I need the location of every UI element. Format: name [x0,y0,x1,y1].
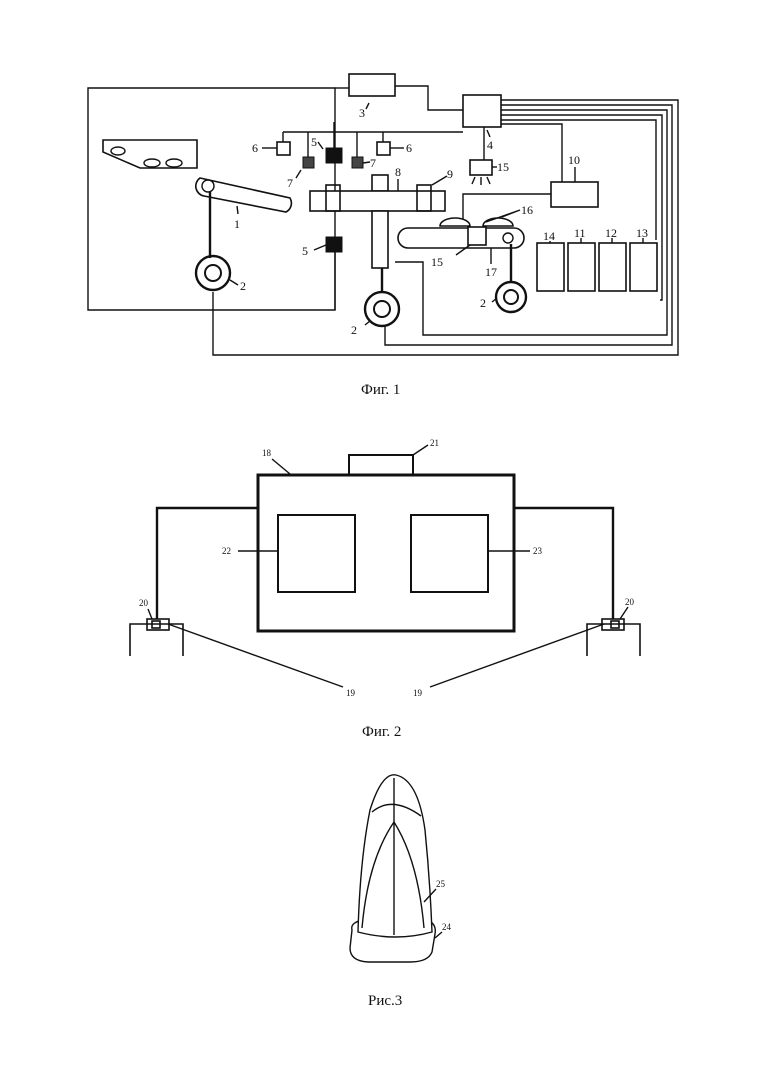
figure-1-caption: Фиг. 1 [361,382,400,398]
platform [310,191,445,211]
sensor-5-mid [326,237,342,252]
column-8-top [372,175,388,191]
sensor-5-top [326,148,342,163]
drive-2-right-hub [504,290,518,304]
label-20-left: 20 [139,598,149,608]
bin-11 [568,243,595,291]
bin-14 [537,243,564,291]
label-6-left: 6 [252,141,258,155]
drive-2-right [496,282,526,312]
sensor-7-right [352,157,363,168]
label-2-left: 2 [240,279,246,293]
label-20-right: 20 [625,597,635,607]
label-1: 1 [234,217,240,231]
wire-bundle-3 [395,110,667,335]
label-21: 21 [430,438,439,448]
label-7-left: 7 [287,176,293,190]
wire-bundle-5 [501,120,656,240]
arm-right [514,508,613,619]
bin-13 [630,243,657,291]
leader-7-left [296,170,301,178]
label-25: 25 [436,879,446,889]
label-18: 18 [262,448,272,458]
sensor-6-left [277,142,290,155]
leader-5-mid [314,245,326,250]
label-15-bottom: 15 [431,255,443,269]
label-9: 9 [447,167,453,181]
leader-4 [487,130,490,137]
left-frame-wire [88,88,335,310]
leader-20-left [148,609,152,619]
leader-2-left [230,280,238,285]
wire-4-to-10 [501,124,562,182]
drive-2-left [196,256,230,290]
wire-10-to-15 [463,194,551,220]
leader-7-right [363,162,370,163]
leader-24 [435,932,442,938]
drive-2-left-hub [205,265,221,281]
unit-10 [551,182,598,207]
label-23: 23 [533,546,543,556]
label-5-mid: 5 [302,244,308,258]
figure-2: 18 19 19 20 20 21 22 23 Фиг. 2 [130,438,640,740]
window-22 [278,515,355,592]
label-11: 11 [574,226,586,240]
drive-2-bottom [365,292,399,326]
drive-2-bottom-hub [374,301,390,317]
block-3 [349,74,395,96]
leader-20-right [620,607,628,619]
label-5-top: 5 [311,135,317,149]
leader-2-bottom [365,321,370,325]
label-6-right: 6 [406,141,412,155]
wire-3-to-4 [395,86,463,110]
figure-3: 25 24 Рис.3 [350,775,452,1009]
label-19-left: 19 [346,688,356,698]
label-2-right: 2 [480,296,486,310]
label-10: 10 [568,153,580,167]
bin-12 [599,243,626,291]
camera-15-top [470,160,492,175]
sensor-6-right [377,142,390,155]
leader-19-left [168,624,343,687]
leader-21 [413,445,428,455]
leader-3 [366,103,369,109]
hopper [103,140,197,168]
sensor-7-left [303,157,314,168]
label-16: 16 [521,203,533,217]
leader-1 [237,206,238,214]
label-2-bottom: 2 [351,323,357,337]
leader-19-right [430,624,604,687]
figure-2-caption: Фиг. 2 [362,724,401,740]
label-8: 8 [395,165,401,179]
label-19-right: 19 [413,688,423,698]
leader-9 [432,176,447,185]
camera-15-bottom [468,227,486,245]
body-25 [358,775,432,937]
figure-1: 1 2 2 2 3 4 5 5 6 6 7 7 8 9 10 11 12 13 … [88,74,678,398]
label-13: 13 [636,226,648,240]
label-7-right: 7 [370,156,376,170]
top-unit-21 [349,455,413,475]
leader-5-top [318,142,323,149]
leader-18 [272,459,290,474]
label-24: 24 [442,922,452,932]
label-22: 22 [222,546,231,556]
conveyor-17 [398,228,524,248]
label-12: 12 [605,226,617,240]
controller-4 [463,95,501,127]
column-8 [372,211,388,268]
label-4: 4 [487,138,493,152]
window-23 [411,515,488,592]
arm-left [157,508,258,619]
dome-16-a [440,218,470,226]
camera-15-rays [472,177,490,185]
label-15-top: 15 [497,160,509,174]
figure-3-caption: Рис.3 [368,993,402,1009]
label-14: 14 [543,229,555,243]
wire-bundle-2 [385,105,672,345]
label-17: 17 [485,265,497,279]
label-3: 3 [359,106,365,120]
